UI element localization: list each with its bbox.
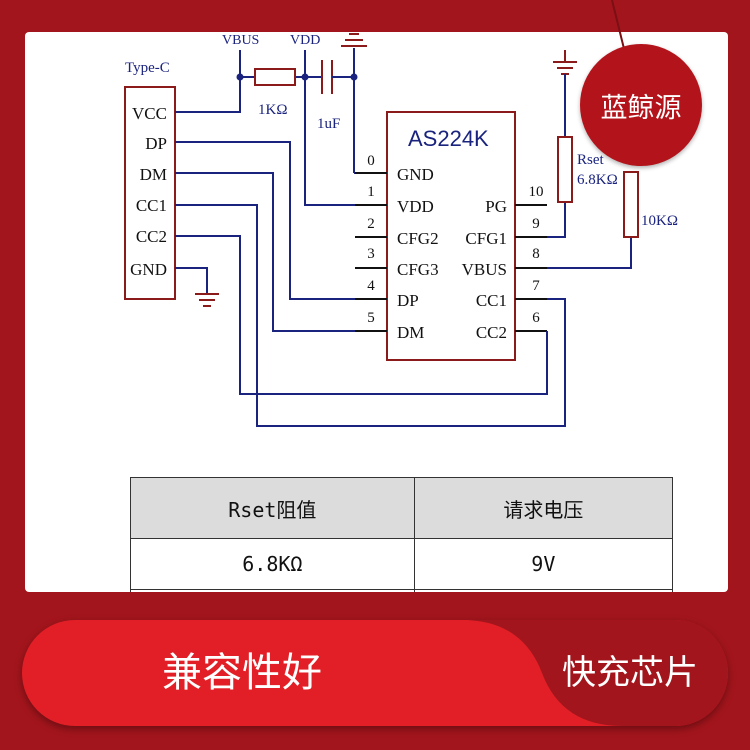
chip-pin-label-pg: PG	[485, 197, 507, 216]
typec-pin-cc2: CC2	[136, 227, 167, 246]
resistor-1k-label: 1KΩ	[258, 102, 287, 118]
chip-pin-label-dm: DM	[397, 323, 424, 342]
typec-title: Type-C	[125, 60, 170, 76]
vdd-label: VDD	[290, 33, 320, 48]
chip-pin-num-7: 7	[532, 278, 540, 294]
chip-pin-label-cc1: CC1	[476, 291, 507, 310]
banner-right-text: 快充芯片	[562, 653, 698, 693]
ground-symbol-gnd	[195, 293, 219, 307]
resistor-rset	[557, 136, 573, 203]
vbus-label: VBUS	[222, 33, 259, 48]
chip-pin-label-cfg3: CFG3	[397, 260, 439, 279]
chip-pin-stubs	[355, 172, 547, 332]
typec-pin-dp: DP	[145, 134, 167, 153]
chip-pin-num-9: 9	[532, 216, 540, 232]
circuit-wires	[175, 48, 632, 427]
chip-pin-label-cfg2: CFG2	[397, 229, 439, 248]
chip-pin-label-cc2: CC2	[476, 323, 507, 342]
typec-pin-dm: DM	[140, 165, 167, 184]
typec-pin-cc1: CC1	[136, 196, 167, 215]
chip-pin-num-0: 0	[367, 153, 375, 169]
typec-pin-gnd: GND	[130, 260, 167, 279]
circuit-schematic: Type-C VCC DP DM CC1 CC2 GND AS224K GND …	[124, 33, 678, 427]
chip-pin-num-10: 10	[529, 184, 544, 200]
chip-pin-label-vbus: VBUS	[462, 260, 507, 279]
chip-pin-num-8: 8	[532, 246, 540, 262]
rset-voltage-table: Rset阻值 请求电压 6.8KΩ 9V	[130, 477, 674, 592]
capacitor-label: 1uF	[317, 116, 340, 132]
chip-pin-label-gnd: GND	[397, 165, 434, 184]
table-row: 6.8KΩ 9V	[130, 538, 674, 590]
chip-pin-num-1: 1	[367, 184, 375, 200]
chip-pin-label-vdd: VDD	[397, 197, 434, 216]
resistor-10k-label: 10KΩ	[641, 213, 678, 229]
capacitor-1uf	[321, 60, 354, 94]
banner-divider-curve	[462, 620, 622, 726]
chip-name: AS224K	[408, 126, 489, 151]
typec-connector-body	[124, 86, 176, 300]
chip-pin-label-cfg1: CFG1	[465, 229, 507, 248]
rset-value-label: 6.8KΩ	[577, 172, 618, 188]
ground-symbol-top	[341, 33, 367, 47]
table-header-rset: Rset阻值	[130, 477, 415, 539]
chip-pin-label-dp: DP	[397, 291, 419, 310]
brand-badge-text: 蓝鲸源	[600, 92, 682, 124]
brand-badge: 蓝鲸源	[580, 44, 702, 166]
typec-pin-vcc: VCC	[132, 104, 167, 123]
chip-pin-num-6: 6	[532, 310, 540, 326]
table-cell-voltage: 9V	[413, 538, 674, 590]
junction-dots	[236, 73, 358, 81]
rset-label: Rset	[577, 152, 605, 168]
table-cell-rset: 6.8KΩ	[130, 538, 415, 590]
table-header-voltage: 请求电压	[413, 477, 674, 539]
chip-pin-num-2: 2	[367, 216, 375, 232]
feature-banner: 兼容性好 快充芯片	[22, 620, 728, 726]
chip-pin-num-3: 3	[367, 246, 375, 262]
banner-left-text: 兼容性好	[162, 650, 322, 696]
chip-pin-num-4: 4	[367, 278, 375, 294]
ground-symbol-rset	[553, 50, 577, 100]
resistor-1k	[254, 68, 296, 86]
resistor-10k	[623, 171, 639, 238]
chip-pin-num-5: 5	[367, 310, 375, 326]
